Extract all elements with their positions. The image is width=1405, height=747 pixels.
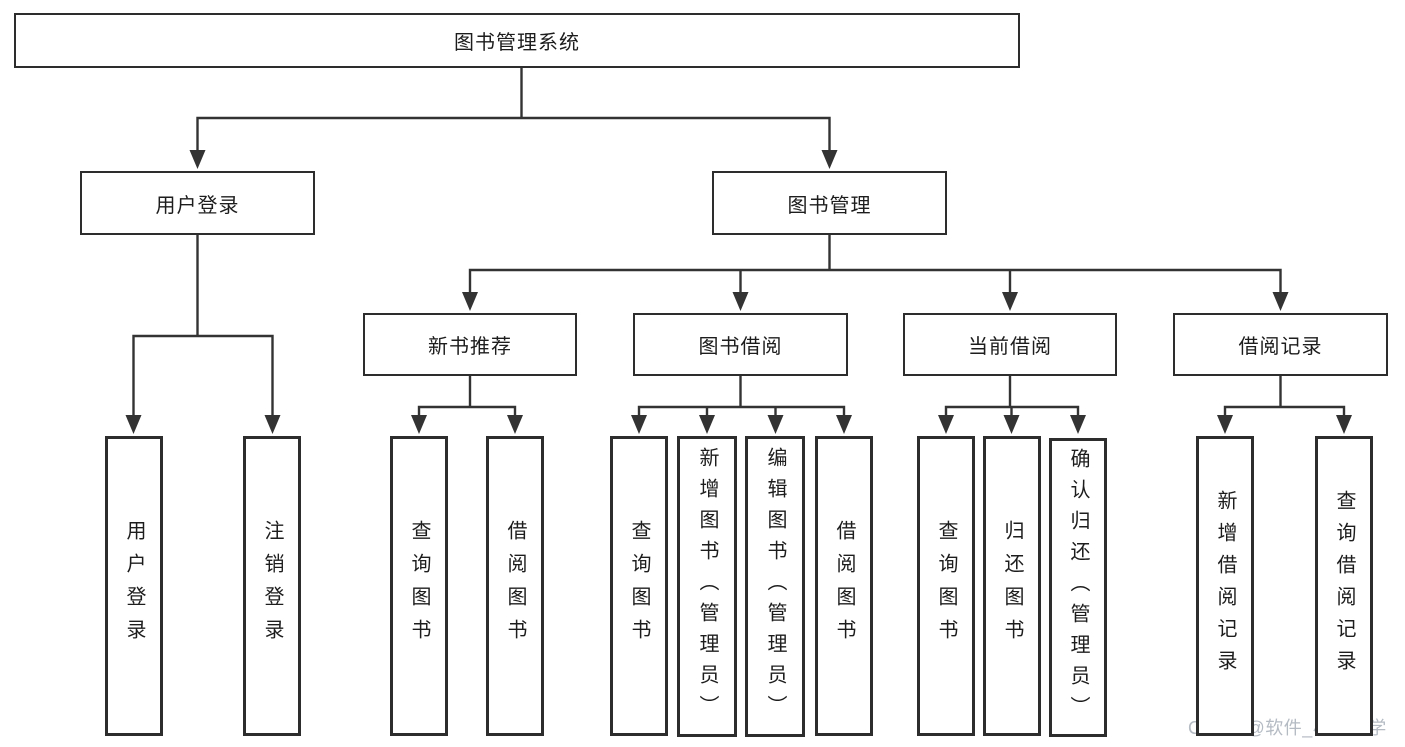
arrowheads-user-login-leaves [125, 415, 281, 434]
node-leaf-newbook-borrow-books-label: 借阅图书 [504, 520, 526, 652]
connector-book-mgmt-branch [468, 233, 1282, 294]
connector-book-borrow-branch [637, 374, 846, 417]
connector-borrow-record-branch [1223, 374, 1346, 417]
node-leaf-borrow-query-books: 查询图书 [610, 436, 668, 736]
node-leaf-borrow-query-books-label: 查询图书 [628, 520, 650, 652]
node-leaf-confirm-return-admin: 确认归还（管理员） [1049, 438, 1107, 737]
connector-new-book-branch [417, 374, 517, 417]
node-leaf-return-books: 归还图书 [983, 436, 1041, 736]
node-leaf-return-books-label: 归还图书 [1001, 520, 1023, 652]
node-leaf-add-borrow-record: 新增借阅记录 [1196, 436, 1254, 736]
arrowheads-book-borrow-leaves [631, 415, 852, 434]
node-user-login-module: 用户登录 [80, 171, 315, 235]
node-leaf-current-query-books-label: 查询图书 [935, 520, 957, 652]
node-leaf-newbook-borrow-books: 借阅图书 [486, 436, 544, 736]
node-leaf-logout: 注销登录 [243, 436, 301, 736]
node-book-management-module: 图书管理 [712, 171, 947, 235]
node-leaf-user-login: 用户登录 [105, 436, 163, 736]
node-leaf-add-borrow-record-label: 新增借阅记录 [1214, 490, 1236, 682]
node-leaf-borrow-borrow-books: 借阅图书 [815, 436, 873, 736]
node-leaf-query-borrow-record-label: 查询借阅记录 [1333, 490, 1355, 682]
node-leaf-user-login-label: 用户登录 [123, 520, 145, 652]
node-current-borrowing: 当前借阅 [903, 313, 1117, 376]
node-leaf-current-query-books: 查询图书 [917, 436, 975, 736]
node-borrowing-records: 借阅记录 [1173, 313, 1388, 376]
connector-user-login-branch [132, 233, 274, 417]
node-leaf-add-books-admin: 新增图书（管理员） [677, 436, 737, 737]
node-leaf-add-books-admin-label: 新增图书（管理员） [696, 447, 718, 726]
node-leaf-edit-books-admin: 编辑图书（管理员） [745, 436, 805, 737]
node-new-book-recommend: 新书推荐 [363, 313, 577, 376]
connector-current-borrow-branch [944, 374, 1080, 417]
node-book-borrowing: 图书借阅 [633, 313, 848, 376]
node-leaf-logout-label: 注销登录 [261, 520, 283, 652]
arrowheads-current-borrow-leaves [938, 415, 1086, 434]
node-leaf-newbook-query-books-label: 查询图书 [408, 520, 430, 652]
node-leaf-borrow-borrow-books-label: 借阅图书 [833, 520, 855, 652]
node-leaf-query-borrow-record: 查询借阅记录 [1315, 436, 1373, 736]
arrowheads-level2 [189, 150, 838, 169]
node-leaf-newbook-query-books: 查询图书 [390, 436, 448, 736]
arrowheads-new-book-leaves [411, 415, 523, 434]
arrowheads-borrow-record-leaves [1217, 415, 1352, 434]
arrowheads-level3 [462, 292, 1289, 311]
node-leaf-confirm-return-admin-label: 确认归还（管理员） [1067, 448, 1089, 727]
node-leaf-edit-books-admin-label: 编辑图书（管理员） [764, 447, 786, 726]
node-root-library-management-system: 图书管理系统 [14, 13, 1020, 68]
connector-root-branch [196, 66, 831, 152]
